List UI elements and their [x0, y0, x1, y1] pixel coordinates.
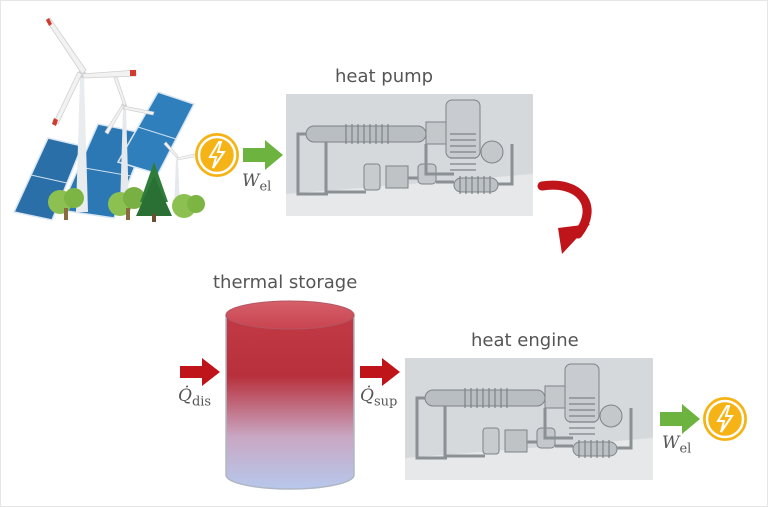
q-dis-arrow [180, 358, 220, 386]
curved-flow-arrow [537, 180, 592, 254]
q-sup-arrow [360, 358, 400, 386]
lightning-bolt-icon [195, 133, 239, 177]
tree-icon [172, 194, 205, 218]
heat-pump-image [286, 94, 533, 216]
lightning-bolt-icon [703, 397, 747, 441]
w-el-in-symbol: Wel [242, 171, 272, 195]
electric-input-arrow [243, 140, 283, 170]
tree-icon [48, 188, 84, 220]
thermal-storage-tank [225, 300, 355, 490]
heat-engine-image [405, 358, 653, 480]
q-dis-symbol: Q̇dis [178, 386, 212, 410]
electric-output-arrow [660, 404, 700, 434]
heat-engine-label: heat engine [471, 330, 579, 351]
renewables-illustration [12, 17, 205, 222]
wind-turbine-icon [163, 141, 195, 208]
q-sup-symbol: Q̇sup [360, 386, 398, 410]
wind-turbine-icon [45, 17, 137, 212]
wind-turbine-icon [104, 76, 155, 208]
tree-icon [136, 162, 172, 222]
heat-pump-label: heat pump [335, 66, 434, 87]
tree-icon [108, 187, 145, 220]
thermal-storage-label: thermal storage [213, 272, 358, 293]
w-el-out-symbol: Wel [662, 433, 692, 457]
